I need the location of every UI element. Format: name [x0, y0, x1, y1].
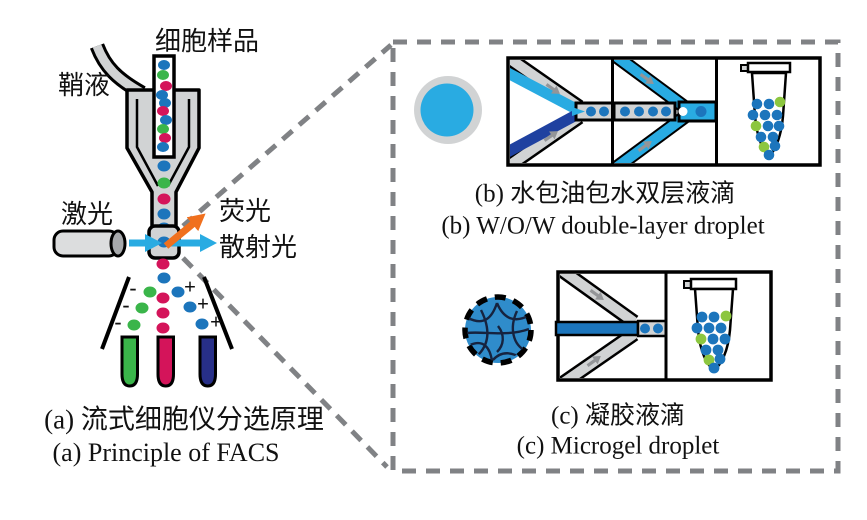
charge-plus-sign: + [210, 309, 222, 334]
chip-b-junction-1 [510, 60, 584, 163]
facs-diagram [52, 43, 234, 388]
collection-tube-navy [198, 335, 217, 388]
fluorescence-arrow [163, 213, 206, 249]
deflection-plate-right [202, 276, 234, 350]
chip-c-gel-channel [554, 320, 640, 337]
label-fluorescence: 荧光 [218, 197, 272, 226]
microgel-droplet-icon [462, 294, 534, 366]
laser-source [52, 229, 127, 258]
collection-tube-c [683, 277, 738, 374]
chip-b-carrier-channel [612, 101, 677, 122]
caption-a-en: (a) Principle of FACS [52, 438, 280, 467]
zoom-callout-box [390, 39, 841, 474]
droplets-in-tube-b [747, 96, 786, 161]
nozzle-inner-wall-left [135, 99, 160, 187]
caption-c-zh: (c) 凝胶液滴 [551, 402, 685, 430]
tube-cap [746, 61, 792, 74]
charge-minus-sign: - [129, 275, 137, 300]
charge-minus-sign: - [122, 292, 130, 317]
tube-cap [689, 277, 738, 291]
charge-plus-sign: + [184, 274, 196, 299]
charge-minus-sign: - [114, 309, 122, 334]
water-channel-dark-blue [510, 109, 581, 157]
label-cell-sample: 细胞样品 [154, 27, 260, 56]
chip-c-junction [560, 274, 639, 378]
chip-b-junction-2 [614, 60, 691, 163]
collection-tube-green [120, 335, 139, 388]
zoom-callout [181, 39, 841, 474]
caption-b-en: (b) W/O/W double-layer droplet [441, 212, 765, 240]
collection-tube-b [740, 61, 792, 161]
water-channel-light-blue [510, 67, 581, 115]
droplet-stream [127, 258, 209, 334]
microfluidic-chip-c [554, 270, 773, 382]
label-scattered-light: 散射光 [218, 233, 298, 262]
caption-c-en: (c) Microgel droplet [516, 432, 720, 460]
cells-in-sample-tube [156, 60, 172, 152]
collection-tube-magenta [156, 335, 175, 388]
charge-plus-sign: + [197, 291, 209, 316]
zoom-callout-line-bottom [181, 256, 389, 469]
caption-a-zh: (a) 流式细胞仪分选原理 [44, 404, 324, 435]
caption-b-zh: (b) 水包油包水双层液滴 [474, 180, 736, 208]
microfluidic-chip-b [506, 56, 822, 167]
droplets-in-tube-c [691, 310, 732, 374]
label-laser: 激光 [60, 200, 114, 229]
deflection-plate-left [100, 276, 131, 350]
zoom-callout-line-top [181, 43, 393, 228]
nozzle-inner-wall-right [166, 99, 191, 187]
label-sheath-fluid: 鞘液 [57, 71, 111, 100]
wow-droplet-icon [414, 76, 482, 144]
